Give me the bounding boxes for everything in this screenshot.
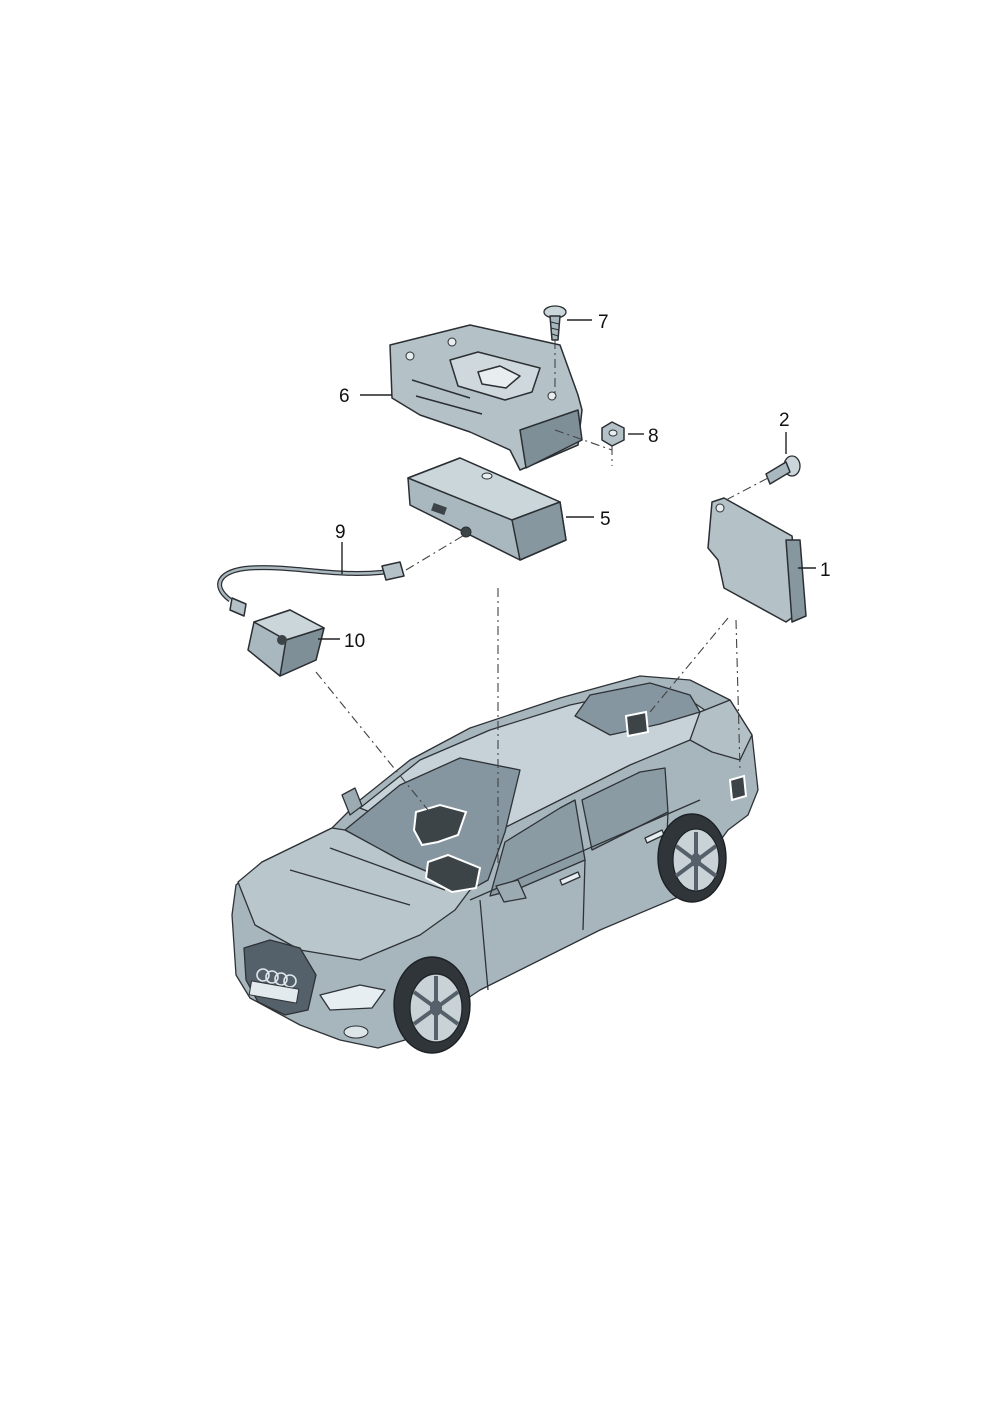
location-trunk [728, 774, 748, 802]
rear-wheel [657, 813, 727, 903]
callout-7: 7 [598, 312, 609, 333]
callout-9: 9 [335, 522, 346, 543]
part-9-antenna-cable [217, 561, 405, 617]
part-7-screw [543, 305, 567, 341]
callout-6: 6 [339, 386, 350, 407]
location-dashboard [424, 853, 482, 894]
location-rear-shelf [624, 710, 650, 738]
part-6-mounting-bracket [389, 324, 583, 471]
location-windshield-upper [412, 803, 468, 847]
car-illustration [231, 675, 759, 1054]
callout-5: 5 [600, 509, 611, 530]
part-10-antenna-module [247, 609, 325, 677]
part-1-module [707, 497, 807, 623]
callout-10: 10 [344, 631, 365, 652]
callout-2: 2 [779, 410, 790, 431]
part-8-nut [601, 421, 625, 447]
assembly-lines [315, 340, 769, 870]
callout-8: 8 [648, 426, 659, 447]
leader-lines [318, 319, 816, 640]
part-5-control-unit [407, 457, 567, 561]
part-2-bolt [765, 455, 801, 485]
front-wheel [393, 956, 471, 1054]
callout-1: 1 [820, 560, 831, 581]
grille-rings [256, 968, 297, 988]
callout-labels: 7 6 8 5 2 1 9 10 [335, 312, 831, 652]
